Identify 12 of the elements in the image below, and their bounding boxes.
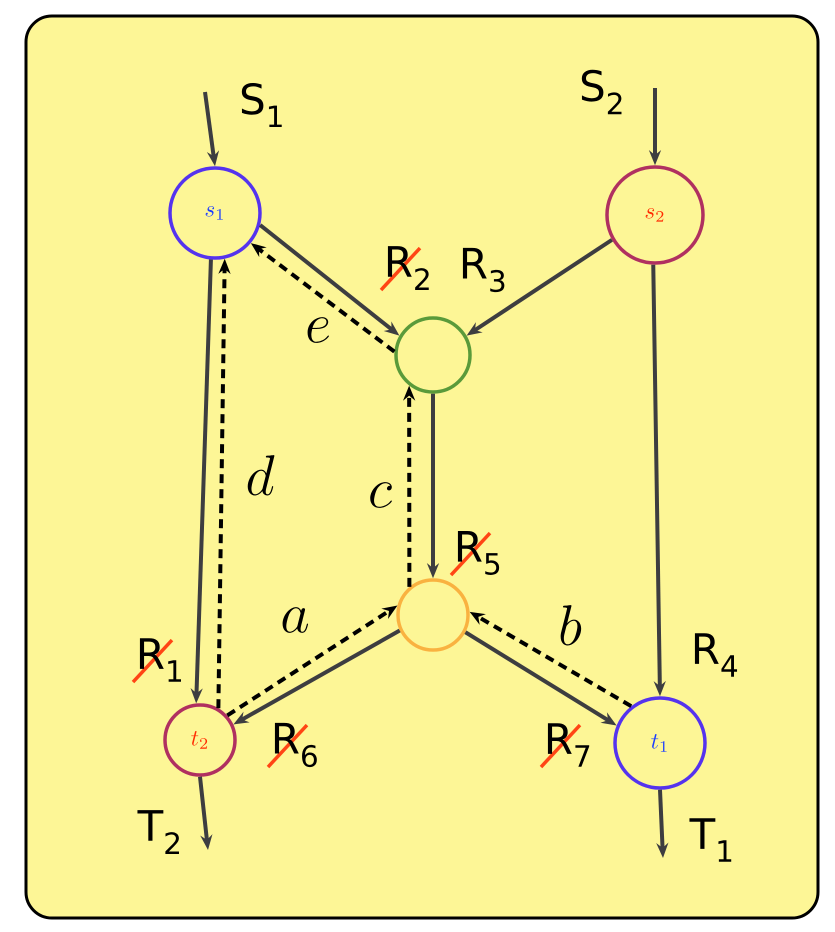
edge-label: S$_{1}$ bbox=[242, 82, 282, 128]
edge-label: $e$ bbox=[308, 317, 329, 343]
edge-label: T$_{2}$ bbox=[137, 810, 179, 854]
edge-label: $c$ bbox=[370, 482, 392, 508]
edge-label: $b$ bbox=[560, 605, 582, 646]
edge-label: T$_{1}$ bbox=[689, 818, 732, 862]
empty-circle bbox=[394, 316, 472, 394]
reaction-label: R$_{3}$ bbox=[462, 248, 504, 292]
edge-label: S$_{2}$ bbox=[582, 70, 622, 114]
edge-label: $d$ bbox=[248, 455, 274, 496]
empty-circle bbox=[396, 578, 470, 652]
edge-label: $a$ bbox=[282, 607, 308, 633]
